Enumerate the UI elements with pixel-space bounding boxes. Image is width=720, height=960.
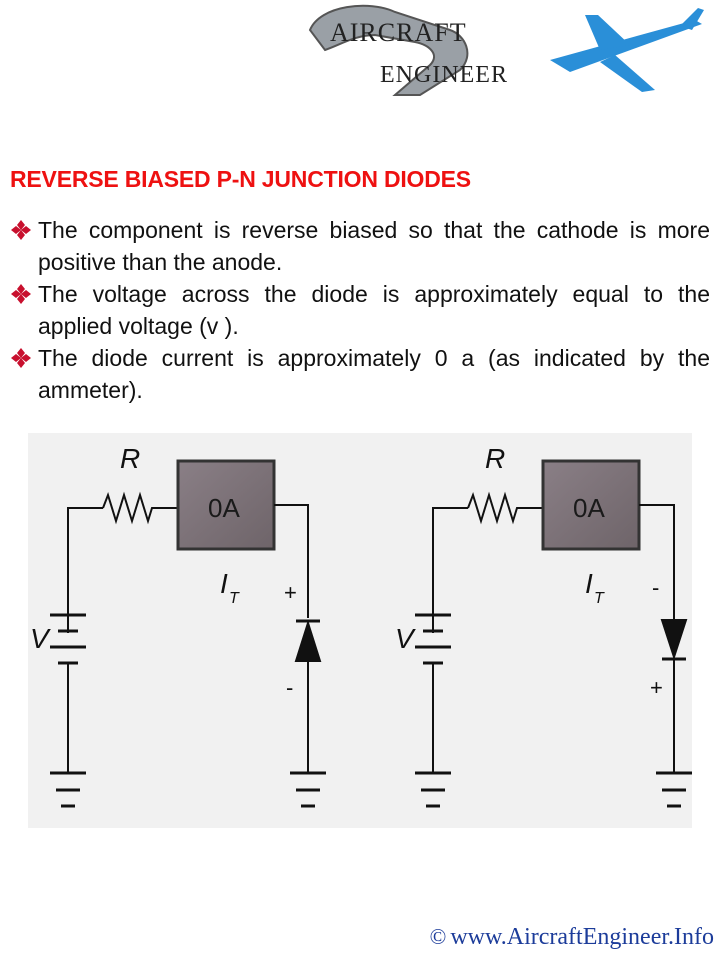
diamond-bullet-icon xyxy=(11,348,31,368)
circuit-diagrams: R 0A I T V + - R 0A I T V - + xyxy=(30,443,692,808)
aircraft-engineer-logo: AIRCRAFT ENGINEER xyxy=(300,0,710,100)
footer-url: ©www.AircraftEngineer.Info xyxy=(430,924,714,951)
diode-bottom-sign: + xyxy=(650,675,663,700)
logo-line2: ENGINEER xyxy=(380,62,508,88)
bullet-list: The component is reverse biased so that … xyxy=(10,214,710,406)
circuit-diagram-panel: R 0A I T V + - R 0A I T V - + xyxy=(28,433,692,828)
bullet-item: The voltage across the diode is approxim… xyxy=(10,278,710,342)
resistor-symbol xyxy=(467,491,543,525)
resistor-symbol xyxy=(102,491,178,525)
current-subscript: T xyxy=(229,590,240,607)
resistor-label: R xyxy=(485,443,505,474)
footer-url-text: www.AircraftEngineer.Info xyxy=(450,924,714,950)
diode-symbol xyxy=(660,619,688,661)
circuit-left xyxy=(50,459,326,808)
wrench-icon xyxy=(308,4,469,96)
bullet-text: The diode current is approximately 0 a (… xyxy=(38,345,710,403)
current-subscript: T xyxy=(594,590,605,607)
diamond-bullet-icon xyxy=(11,284,31,304)
ammeter-reading: 0A xyxy=(573,493,605,523)
copyright-icon: © xyxy=(429,924,447,949)
diode-bottom-sign: - xyxy=(286,675,293,700)
logo-line1: AIRCRAFT xyxy=(330,18,467,47)
diode-symbol xyxy=(294,619,322,662)
source-label: V xyxy=(30,623,51,654)
current-label: I xyxy=(220,568,228,599)
diode-top-sign: + xyxy=(284,580,297,605)
current-label: I xyxy=(585,568,593,599)
page-title: REVERSE BIASED P-N JUNCTION DIODES xyxy=(10,166,471,192)
bullet-text: The component is reverse biased so that … xyxy=(38,217,710,275)
diamond-bullet-icon xyxy=(11,220,31,240)
source-label: V xyxy=(395,623,416,654)
logo-graphic xyxy=(308,4,704,96)
bullet-item: The component is reverse biased so that … xyxy=(10,214,710,278)
airplane-icon xyxy=(550,8,704,92)
bullet-item: The diode current is approximately 0 a (… xyxy=(10,342,710,406)
bullet-text: The voltage across the diode is approxim… xyxy=(38,281,710,339)
diode-top-sign: - xyxy=(652,575,659,600)
resistor-label: R xyxy=(120,443,140,474)
circuit-right xyxy=(415,459,692,808)
ammeter-reading: 0A xyxy=(208,493,240,523)
